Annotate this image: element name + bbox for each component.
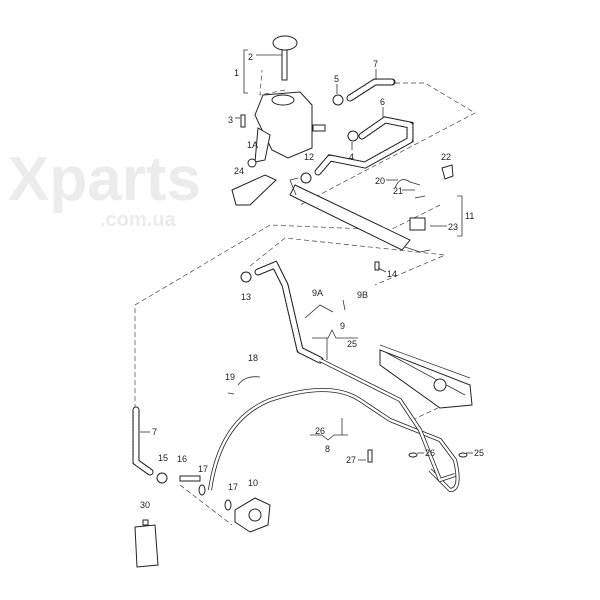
clamps	[156, 94, 454, 484]
label-9: 9	[340, 321, 345, 331]
label-5: 5	[334, 74, 339, 84]
leader-lines	[140, 49, 473, 461]
label-6: 6	[380, 97, 385, 107]
guide-lines	[134, 69, 476, 526]
watermark-brand: Xparts	[8, 145, 201, 214]
steering-rack	[379, 344, 473, 409]
label-3: 3	[228, 115, 233, 125]
bolt-part-16	[179, 475, 201, 482]
label-27: 27	[346, 455, 356, 465]
label-8: 8	[325, 444, 330, 454]
label-7-lower: 7	[152, 427, 157, 437]
nut-part-1a	[247, 158, 257, 168]
pump-part-10	[234, 497, 271, 533]
label-25-top: 25	[347, 339, 357, 349]
pressure-lines	[208, 358, 460, 492]
label-25b: 25	[474, 448, 484, 458]
cap-part-2	[272, 35, 298, 81]
label-9b: 9B	[357, 290, 368, 300]
label-26b: 26	[425, 448, 435, 458]
bracket-part-23	[409, 217, 426, 231]
label-10: 10	[248, 478, 258, 488]
clip-part-20-21	[394, 179, 426, 199]
seal-part-25	[458, 452, 468, 458]
bolt-part-27	[367, 449, 373, 463]
bolt-part-3	[240, 114, 246, 128]
fluid-bottle-part-30	[134, 519, 159, 568]
part-labels: 1 2 3 1A 24 5 7 6 4 12 22 20 21 11 23 14…	[140, 52, 484, 510]
hoses	[132, 78, 414, 476]
label-15: 15	[158, 453, 168, 463]
label-7: 7	[373, 59, 378, 69]
clip-part-9a-9b	[304, 299, 346, 319]
label-22: 22	[441, 152, 451, 162]
seal-part-17	[198, 484, 206, 496]
label-17b: 17	[228, 482, 238, 492]
label-13: 13	[241, 292, 251, 302]
label-18: 18	[248, 353, 258, 363]
label-30: 30	[140, 500, 150, 510]
label-17: 17	[198, 464, 208, 474]
label-24: 24	[234, 166, 244, 176]
seal-part-26	[408, 452, 418, 458]
label-14: 14	[387, 269, 397, 279]
label-20: 20	[375, 176, 385, 186]
label-26: 26	[315, 426, 325, 436]
watermark-domain: .com.ua	[100, 209, 176, 231]
reservoir-part-1	[254, 91, 326, 163]
label-1: 1	[234, 68, 239, 78]
label-23: 23	[448, 222, 458, 232]
bolt-part-14	[374, 261, 380, 271]
label-1a: 1A	[247, 140, 258, 150]
cooler-part-11	[289, 177, 431, 253]
label-21: 21	[393, 186, 403, 196]
label-9a: 9A	[312, 288, 323, 298]
label-4: 4	[349, 152, 354, 162]
clip-part-18-19	[227, 376, 261, 395]
label-19: 19	[225, 372, 235, 382]
label-2: 2	[248, 52, 253, 62]
label-12: 12	[304, 152, 314, 162]
label-16: 16	[177, 454, 187, 464]
seal-part-17b	[224, 499, 232, 511]
bracket-part-24	[231, 174, 277, 206]
label-11: 11	[465, 211, 474, 221]
